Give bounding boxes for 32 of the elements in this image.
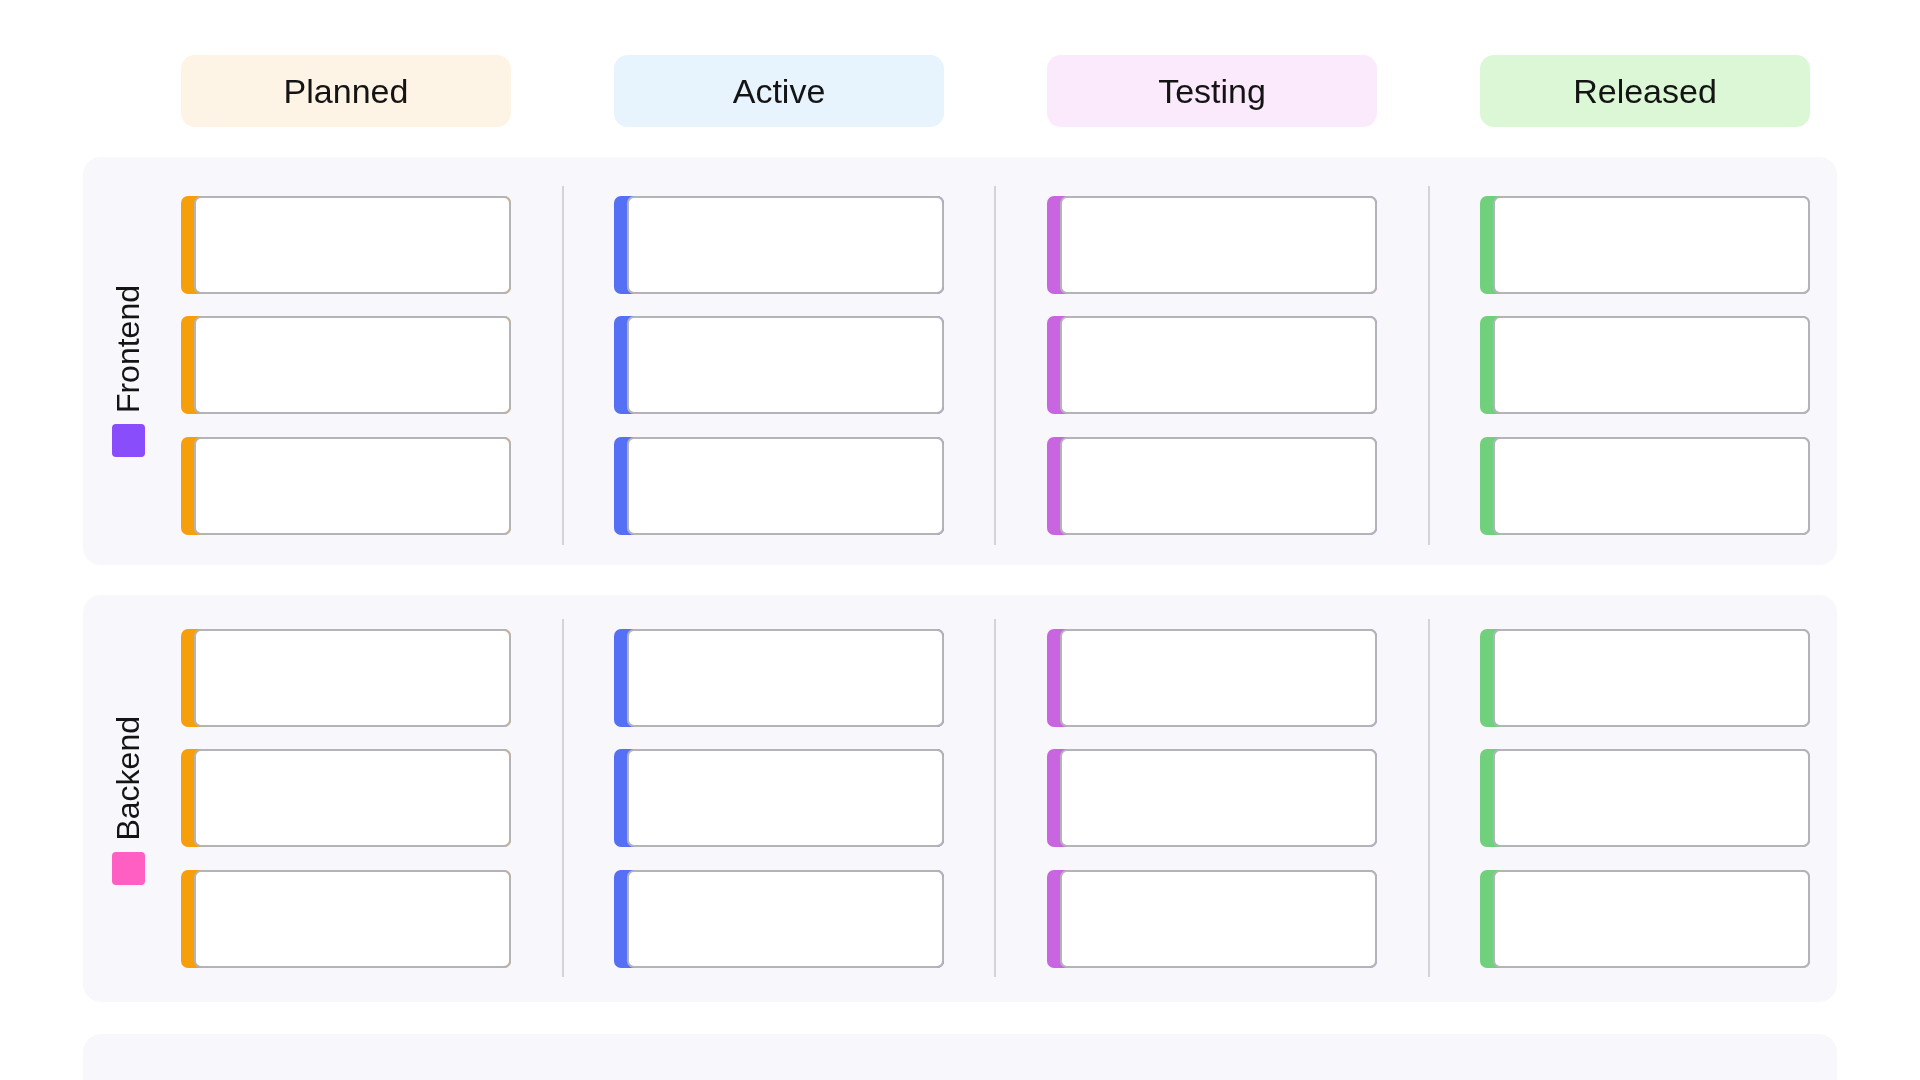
task-card (614, 316, 944, 414)
task-card (1480, 196, 1810, 294)
task-card (1480, 629, 1810, 727)
task-card (614, 196, 944, 294)
task-card (181, 749, 511, 847)
task-card (181, 437, 511, 535)
swimlane (83, 157, 1837, 565)
task-card (181, 196, 511, 294)
task-card (181, 870, 511, 968)
task-card (614, 749, 944, 847)
task-card (614, 870, 944, 968)
task-card (1047, 316, 1377, 414)
task-card (1047, 629, 1377, 727)
column-header: Testing (1047, 55, 1377, 127)
task-card (1480, 316, 1810, 414)
task-card (1480, 749, 1810, 847)
task-card (1047, 437, 1377, 535)
lane-label: Backend (110, 716, 146, 841)
task-card (181, 629, 511, 727)
column-header: Active (614, 55, 944, 127)
task-card (1047, 749, 1377, 847)
task-card (1480, 437, 1810, 535)
column-header: Released (1480, 55, 1810, 127)
task-card (614, 437, 944, 535)
task-card (1047, 196, 1377, 294)
task-card (614, 629, 944, 727)
lane-label: Frontend (110, 284, 146, 413)
task-card (181, 316, 511, 414)
column-header: Planned (181, 55, 511, 127)
task-card (1480, 870, 1810, 968)
task-card (1047, 870, 1377, 968)
swimlane (83, 595, 1837, 1002)
